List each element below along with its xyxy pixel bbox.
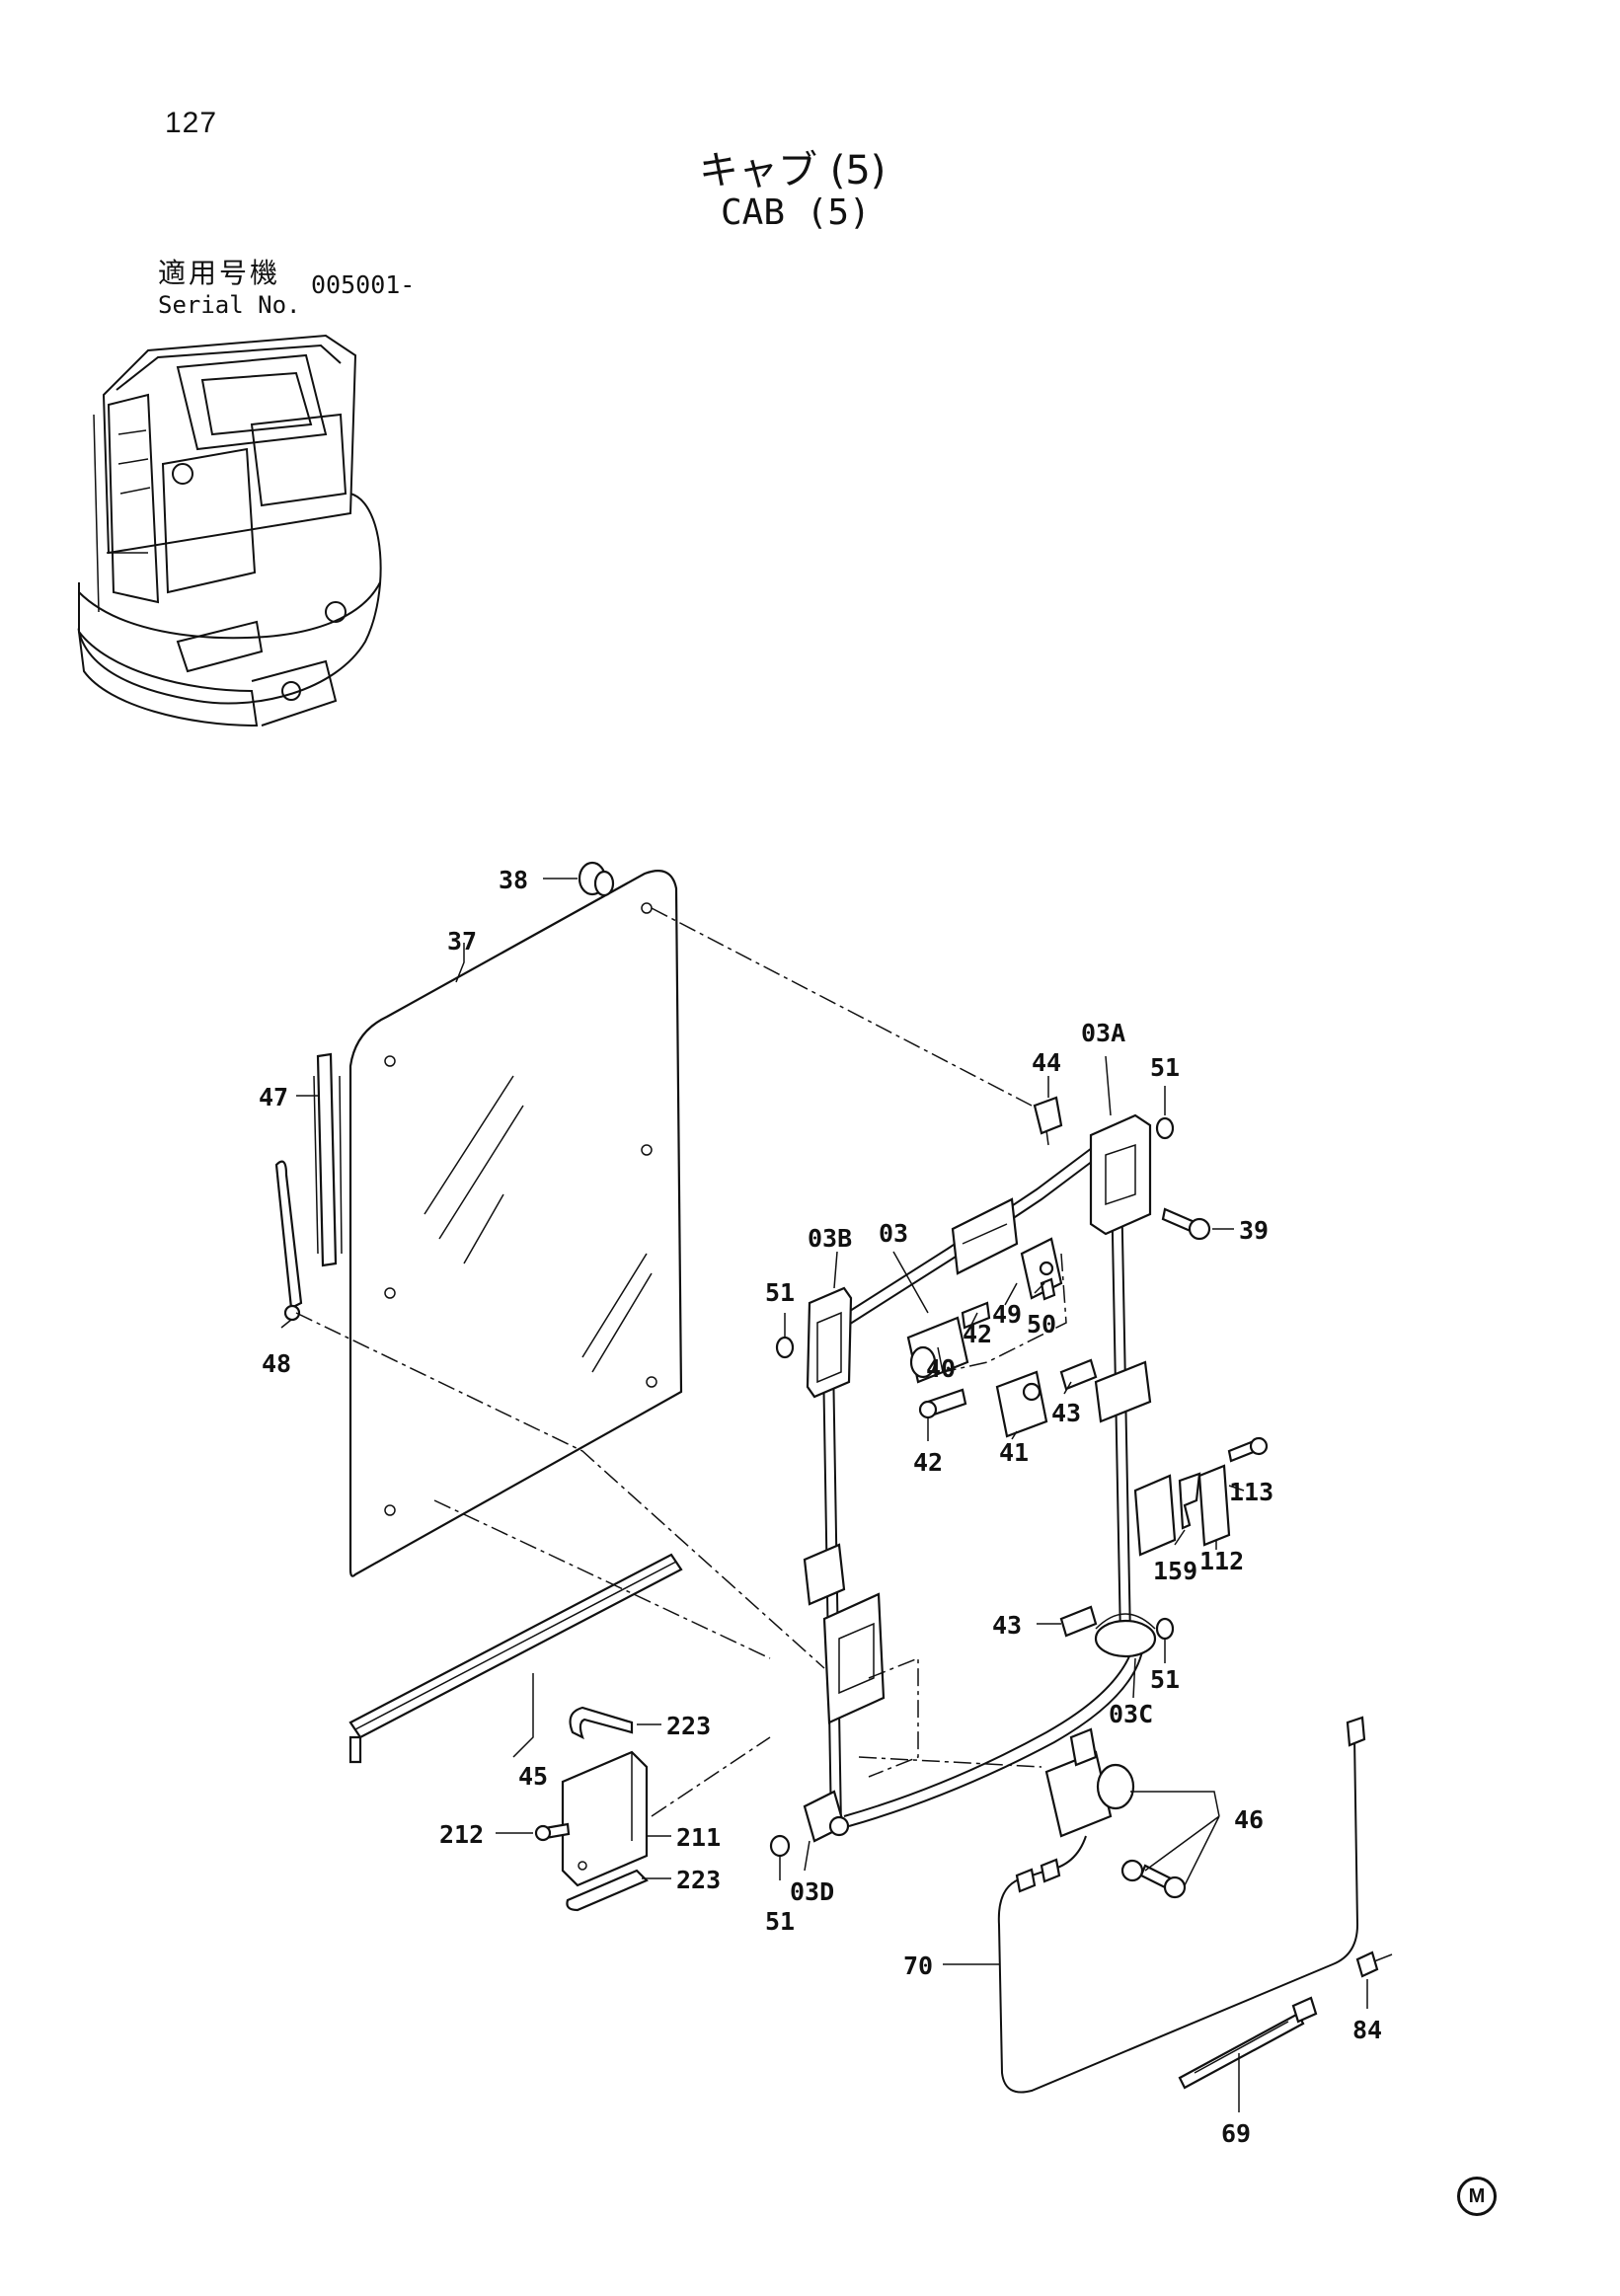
callout-43-top: 43 — [1051, 1399, 1081, 1427]
serial-label-japanese: 適用号機 — [158, 257, 281, 289]
callout-47: 47 — [259, 1083, 288, 1111]
leader-lines — [280, 878, 1368, 2112]
callout-40: 40 — [926, 1354, 956, 1383]
serial-label-english: Serial No. — [158, 291, 301, 319]
callout-42-top: 42 — [963, 1320, 992, 1348]
cap-38 — [578, 861, 615, 897]
callout-69: 69 — [1221, 2119, 1251, 2148]
callout-112: 112 — [1199, 1547, 1244, 1575]
clip-84 — [1355, 1951, 1393, 1978]
callout-37: 37 — [447, 927, 477, 956]
callout-159: 159 — [1153, 1557, 1197, 1585]
glass-seal-45 — [348, 1553, 683, 1764]
callout-223-top: 223 — [666, 1712, 711, 1740]
callout-70: 70 — [903, 1952, 933, 1980]
cable-tie-69 — [1178, 1996, 1318, 2090]
callout-03b: 03B — [808, 1224, 852, 1253]
door-switch-46 — [1044, 1727, 1187, 1899]
callout-51-right: 51 — [1150, 1665, 1180, 1694]
callout-42-bottom: 42 — [913, 1448, 943, 1477]
callout-41: 41 — [999, 1438, 1029, 1467]
door-glass-37 — [348, 870, 683, 1577]
callout-38: 38 — [499, 866, 528, 894]
callout-113: 113 — [1229, 1478, 1273, 1506]
serial-number-value: 005001- — [311, 270, 416, 299]
title-japanese: キャブ (5) — [699, 148, 887, 193]
callout-43-bottom: 43 — [992, 1611, 1022, 1640]
wire-harness-70 — [997, 1716, 1366, 2094]
pad-43-plate-44 — [1033, 1096, 1098, 1638]
washers-51 — [769, 1116, 1175, 1858]
page-number: 127 — [165, 107, 218, 139]
callout-223-bottom: 223 — [676, 1866, 721, 1894]
callout-84: 84 — [1352, 2016, 1382, 2044]
callout-212: 212 — [439, 1820, 484, 1849]
callout-51-top: 51 — [1150, 1053, 1180, 1082]
callout-211: 211 — [676, 1823, 721, 1852]
callout-46: 46 — [1234, 1805, 1264, 1834]
grip-223 — [566, 1706, 649, 1912]
reference-lines — [295, 907, 1042, 1817]
wiper-arm-48 — [274, 1160, 303, 1322]
screw-212 — [534, 1822, 571, 1842]
door-frame-assembly — [803, 1113, 1177, 1843]
bolt-39 — [1161, 1207, 1211, 1241]
handle-cover-211 — [561, 1750, 649, 1887]
callout-39: 39 — [1239, 1216, 1269, 1245]
callout-03a: 03A — [1081, 1019, 1125, 1047]
callout-48: 48 — [262, 1349, 291, 1378]
callout-49: 49 — [992, 1300, 1022, 1329]
callout-03c: 03C — [1109, 1700, 1153, 1728]
callout-labels: 38 37 47 48 44 03A 51 39 03B 03 51 42 49… — [259, 866, 1382, 2148]
wiper-blade-47 — [313, 1052, 343, 1267]
title-english: CAB (5) — [721, 192, 871, 233]
striker-112-159 — [1178, 1436, 1269, 1547]
callout-03d: 03D — [790, 1877, 834, 1906]
callout-03: 03 — [879, 1219, 908, 1248]
cab-thumbnail — [77, 334, 382, 727]
callout-44: 44 — [1032, 1048, 1061, 1077]
manufacturer-mark-icon: M — [1457, 2177, 1497, 2216]
callout-50: 50 — [1027, 1310, 1056, 1339]
callout-45: 45 — [518, 1762, 548, 1791]
callout-51-left: 51 — [765, 1278, 795, 1307]
callout-51-bottom: 51 — [765, 1907, 795, 1936]
